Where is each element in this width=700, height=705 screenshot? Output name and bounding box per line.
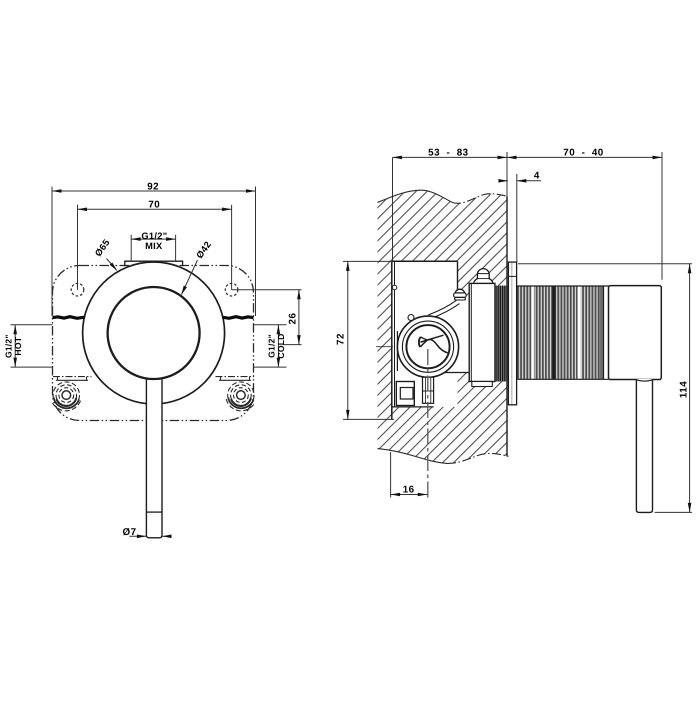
svg-text:COLD: COLD bbox=[276, 333, 286, 358]
svg-text:114: 114 bbox=[679, 381, 690, 398]
svg-text:G1/2": G1/2" bbox=[266, 334, 276, 358]
svg-text:70: 70 bbox=[148, 200, 160, 211]
svg-text:G1/2": G1/2" bbox=[141, 231, 167, 241]
svg-text:4: 4 bbox=[534, 170, 540, 181]
svg-text:72: 72 bbox=[336, 333, 347, 345]
svg-text:92: 92 bbox=[147, 181, 159, 192]
svg-text:MIX: MIX bbox=[145, 241, 163, 251]
svg-text:Ø7: Ø7 bbox=[122, 527, 136, 538]
svg-text:HOT: HOT bbox=[13, 336, 23, 355]
svg-text:26: 26 bbox=[288, 313, 299, 325]
svg-text:53 - 83: 53 - 83 bbox=[428, 147, 468, 158]
svg-text:16: 16 bbox=[403, 484, 415, 495]
svg-text:G1/2": G1/2" bbox=[4, 334, 14, 358]
svg-text:70 - 40: 70 - 40 bbox=[563, 147, 603, 158]
